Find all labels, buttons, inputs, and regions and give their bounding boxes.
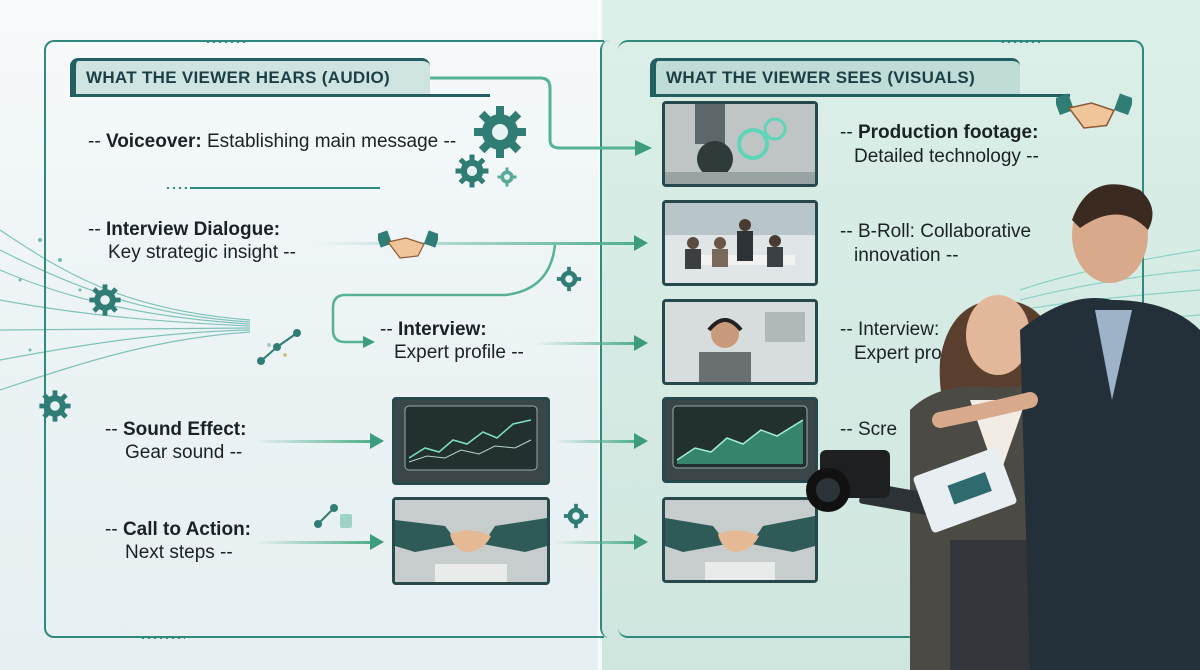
arrow-line-5b xyxy=(555,541,637,544)
audio-row-sound-effect: -- Sound Effect: Gear sound -- xyxy=(105,419,247,463)
visual-row-screen: -- Scre xyxy=(840,419,898,440)
gear-icon xyxy=(455,154,489,188)
dots-top-left xyxy=(205,41,245,43)
arrow-head-4a xyxy=(370,433,384,449)
arrow-line-3 xyxy=(535,342,637,345)
visuals-header-title: WHAT THE VIEWER SEES (VISUALS) xyxy=(666,67,976,87)
gear-icon xyxy=(89,284,121,316)
arrow-line-4b xyxy=(555,440,637,443)
collaboration-thumbnail xyxy=(662,200,818,286)
dots-top-right xyxy=(1000,41,1040,43)
handshake-icon xyxy=(1056,93,1132,129)
gear-icon xyxy=(563,503,589,529)
network-icon xyxy=(314,504,352,528)
audio-row-interview-dialogue: -- Interview Dialogue: Key strategic ins… xyxy=(88,219,296,263)
visual-row-broll: -- B-Roll: Collaborative innovation -- xyxy=(840,221,1032,266)
meeting-scene xyxy=(665,203,815,283)
audio-row-interview: -- Interview: Expert profile -- xyxy=(380,319,524,363)
handshake-scene xyxy=(665,500,815,580)
visuals-header: WHAT THE VIEWER SEES (VISUALS) xyxy=(650,58,1020,94)
connector-arrow-1 xyxy=(430,76,652,156)
arrow-head-3 xyxy=(634,335,648,351)
screen-thumbnail xyxy=(662,397,818,483)
separator-line xyxy=(190,187,380,189)
interview-scene xyxy=(665,302,815,382)
dots-separator xyxy=(165,187,187,189)
arrow-head-4b xyxy=(634,433,648,449)
handshake-icon xyxy=(378,230,438,259)
arrow-head-2 xyxy=(634,235,648,251)
handshake-thumbnail-right xyxy=(662,497,818,583)
gear-icon xyxy=(474,106,526,158)
machine-scene xyxy=(665,104,815,184)
audio-frame xyxy=(44,40,604,638)
gear-icon xyxy=(497,167,517,187)
dots-bottom xyxy=(140,637,185,639)
network-icon xyxy=(257,329,301,365)
handshake-scene xyxy=(395,500,547,582)
gear-icon xyxy=(39,390,71,422)
gear-icon xyxy=(556,266,582,292)
monitor-chart-icon xyxy=(672,405,808,469)
visuals-header-underline xyxy=(650,94,1070,97)
audio-header: WHAT THE VIEWER HEARS (AUDIO) xyxy=(70,58,430,94)
visual-row-production: -- Production footage: Detailed technolo… xyxy=(840,122,1039,167)
arrow-line-4a xyxy=(255,440,372,443)
production-footage-thumbnail xyxy=(662,101,818,187)
arrow-head-5b xyxy=(634,534,648,550)
arrow-line-5a xyxy=(255,541,372,544)
presenters-photo xyxy=(806,184,1200,670)
audio-row-voiceover: -- Voiceover: Establishing main message … xyxy=(88,131,457,152)
monitor-chart-icon xyxy=(404,405,538,471)
arrow-line-2 xyxy=(315,242,637,245)
monitor-chart-thumbnail xyxy=(392,397,550,485)
visuals-frame-left xyxy=(600,40,620,638)
audio-header-underline xyxy=(70,94,490,97)
arrow-head-5a xyxy=(370,534,384,550)
audio-header-title: WHAT THE VIEWER HEARS (AUDIO) xyxy=(86,67,390,87)
interview-thumbnail xyxy=(662,299,818,385)
audio-row-call-to-action: -- Call to Action: Next steps -- xyxy=(105,519,252,563)
handshake-thumbnail-left xyxy=(392,497,550,585)
connector-path-interview xyxy=(331,244,557,348)
visual-row-interview: -- Interview: Expert pro xyxy=(840,319,942,364)
